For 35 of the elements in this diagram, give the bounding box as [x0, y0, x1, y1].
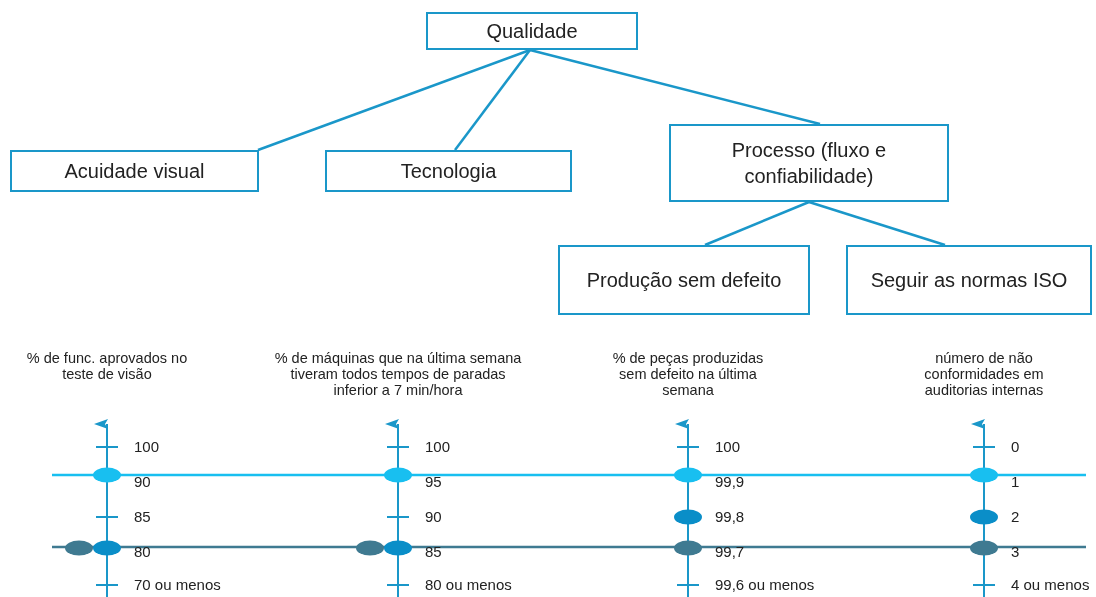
tick-label: 80 ou menos: [425, 576, 512, 594]
tick-label: 99,7: [715, 543, 745, 561]
category-box: Tecnologia: [325, 150, 572, 192]
tick-label: 99,6 ou menos: [715, 576, 815, 594]
tick-label: 90: [134, 473, 151, 491]
tick-label: 70 ou menos: [134, 576, 221, 594]
axis-title: % de peças produzidas sem defeito na última semana: [611, 350, 765, 399]
tick-label: 2: [1011, 508, 1020, 526]
tick-label: 100: [715, 438, 741, 456]
tick-label: 1: [1011, 473, 1020, 491]
tick-label: 100: [425, 438, 451, 456]
category-box: Qualidade: [426, 12, 638, 50]
axis-title: número de não conformidades em auditorias internas: [923, 350, 1045, 399]
tick-label: 0: [1011, 438, 1020, 456]
connector-line: [257, 48, 531, 152]
tick-label: 99,9: [715, 473, 745, 491]
tick-label: 99,8: [715, 508, 745, 526]
category-box: Produção sem defeito: [558, 245, 810, 315]
connector-line: [808, 200, 946, 247]
tick-label: 95: [425, 473, 442, 491]
tick-label: 85: [134, 508, 151, 526]
tick-label: 100: [134, 438, 160, 456]
connector-line: [454, 49, 531, 151]
tick-label: 80: [134, 543, 151, 561]
tick-label: 90: [425, 508, 442, 526]
category-box: Acuidade visual: [10, 150, 259, 192]
connector-line: [529, 48, 821, 126]
category-box: Processo (fluxo e confiabilidade): [669, 124, 949, 202]
tick-label: 3: [1011, 543, 1020, 561]
category-box: Seguir as normas ISO: [846, 245, 1092, 315]
connector-line: [704, 200, 810, 247]
tick-label: 85: [425, 543, 442, 561]
axis-title: % de máquinas que na última semana tiveram todos tempos de paradas inferior a 7 min/hora: [273, 350, 523, 399]
axis-title: % de func. aprovados no teste de visão: [25, 350, 189, 383]
tick-label: 4 ou menos: [1011, 576, 1090, 594]
